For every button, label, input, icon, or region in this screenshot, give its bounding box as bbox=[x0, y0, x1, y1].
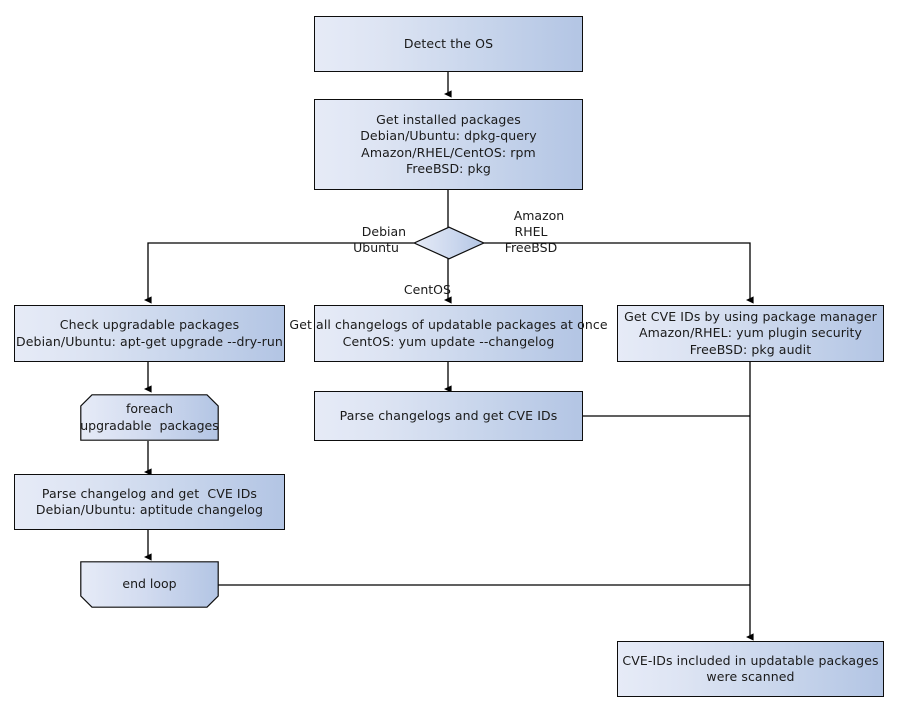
node-check-upgradable-packages-label: Check upgradable packages Debian/Ubuntu:… bbox=[16, 317, 283, 349]
node-foreach-upgradable-packages[interactable]: foreach upgradable packages bbox=[80, 394, 219, 441]
node-get-installed-packages[interactable]: Get installed packages Debian/Ubuntu: dp… bbox=[314, 99, 583, 190]
edge-label-debian-ubuntu-text: Debian Ubuntu bbox=[353, 224, 407, 255]
node-get-all-changelogs[interactable]: Get all changelogs of updatable packages… bbox=[289, 305, 608, 362]
node-parse-changelog-single-label: Parse changelog and get CVE IDs Debian/U… bbox=[35, 485, 264, 518]
node-os-decision[interactable] bbox=[413, 226, 485, 260]
loop-start-shape bbox=[80, 394, 219, 441]
edge-label-amazon-rhel-freebsd-text: Amazon RHEL FreeBSD bbox=[504, 208, 565, 255]
node-foreach-label-wrap: foreach upgradable packages bbox=[80, 394, 219, 441]
edge-label-debian-ubuntu: Debian Ubuntu bbox=[340, 208, 412, 272]
node-parse-changelogs-multi[interactable]: Parse changelogs and get CVE IDs bbox=[314, 391, 583, 441]
node-foreach-label: foreach upgradable packages bbox=[80, 401, 219, 433]
node-end-loop-label: end loop bbox=[122, 576, 177, 592]
node-detect-os[interactable]: Detect the OS bbox=[314, 16, 583, 72]
edge-label-amazon-rhel-freebsd: Amazon RHEL FreeBSD bbox=[490, 192, 572, 272]
node-get-all-changelogs-label: Get all changelogs of updatable packages… bbox=[289, 317, 608, 349]
node-result-scanned-label: CVE-IDs included in updatable packages w… bbox=[622, 652, 879, 685]
diamond-shape bbox=[413, 226, 485, 260]
edge-label-centos-text: CentOS bbox=[403, 282, 451, 297]
node-end-loop[interactable]: end loop bbox=[80, 561, 219, 608]
node-detect-os-label: Detect the OS bbox=[403, 35, 494, 51]
node-result-scanned[interactable]: CVE-IDs included in updatable packages w… bbox=[617, 641, 884, 697]
node-parse-changelogs-multi-label: Parse changelogs and get CVE IDs bbox=[339, 407, 558, 423]
node-end-loop-label-wrap: end loop bbox=[80, 561, 219, 608]
node-get-cve-ids-package-manager-label: Get CVE IDs by using package manager Ama… bbox=[624, 308, 877, 357]
edge-label-centos: CentOS bbox=[388, 266, 451, 314]
node-get-installed-packages-label: Get installed packages Debian/Ubuntu: dp… bbox=[360, 111, 537, 177]
loop-end-shape bbox=[80, 561, 219, 608]
node-check-upgradable-packages[interactable]: Check upgradable packages Debian/Ubuntu:… bbox=[14, 305, 285, 362]
node-get-cve-ids-package-manager[interactable]: Get CVE IDs by using package manager Ama… bbox=[617, 305, 884, 362]
node-parse-changelog-single[interactable]: Parse changelog and get CVE IDs Debian/U… bbox=[14, 474, 285, 530]
